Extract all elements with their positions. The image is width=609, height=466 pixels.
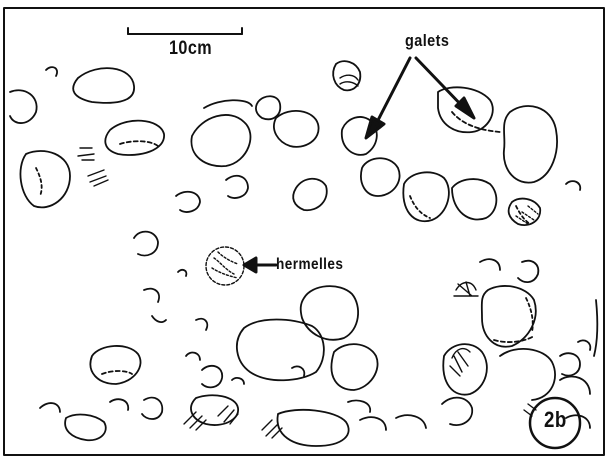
pebble <box>504 106 557 183</box>
pebble <box>202 366 222 388</box>
pebble <box>191 115 250 166</box>
pebble <box>342 117 377 155</box>
pebble <box>120 141 158 146</box>
pebble <box>452 179 496 219</box>
pebble <box>360 417 386 430</box>
pebble <box>134 232 158 256</box>
pebble <box>500 349 555 400</box>
pebble <box>518 261 538 282</box>
pebble <box>204 100 252 108</box>
pebble <box>348 400 370 412</box>
pebble <box>443 344 487 395</box>
pebble <box>277 410 348 446</box>
pebble <box>142 398 162 419</box>
pebble <box>20 151 70 207</box>
scale-label: 10cm <box>169 39 212 58</box>
pebble <box>566 415 590 428</box>
pebble <box>196 319 207 330</box>
pebble <box>578 340 590 350</box>
pebble <box>186 353 200 360</box>
pebble <box>292 366 304 376</box>
pebble <box>237 320 324 381</box>
pebble <box>232 378 244 384</box>
pebble <box>560 353 580 375</box>
pebble <box>110 399 128 410</box>
pebble <box>256 96 280 119</box>
pebble <box>144 289 159 302</box>
figure-frame <box>4 8 604 455</box>
pebble <box>560 376 590 394</box>
pebble <box>40 403 60 412</box>
pebble <box>10 90 37 123</box>
pebble <box>152 316 166 322</box>
pebble <box>178 270 186 276</box>
pebble <box>90 346 140 384</box>
pebble <box>73 68 134 103</box>
pebble <box>176 192 200 212</box>
pebble <box>566 181 580 190</box>
pebble <box>442 398 472 425</box>
pebble-outlines <box>10 61 597 446</box>
pebble <box>480 259 500 270</box>
pebble <box>410 196 430 218</box>
pebble <box>105 121 164 155</box>
pebble <box>293 179 327 210</box>
pebble <box>36 168 42 196</box>
pebble <box>46 67 57 76</box>
pebble <box>594 300 597 356</box>
pebble <box>396 415 426 428</box>
hermelles-label: hermelles <box>276 257 343 273</box>
pebble <box>301 286 358 340</box>
pebble <box>226 176 248 198</box>
panel-label: 2b <box>544 409 567 431</box>
galets-arrows <box>366 58 474 138</box>
hermelles-arrow <box>244 258 276 272</box>
pebble <box>331 344 377 390</box>
pebble <box>274 111 319 147</box>
pebble <box>494 336 534 342</box>
pebble <box>65 415 106 441</box>
pebble <box>361 158 400 196</box>
galets-label: galets <box>405 32 449 49</box>
pebble <box>482 286 536 347</box>
pebble <box>102 371 132 374</box>
scale-bar <box>128 28 242 34</box>
